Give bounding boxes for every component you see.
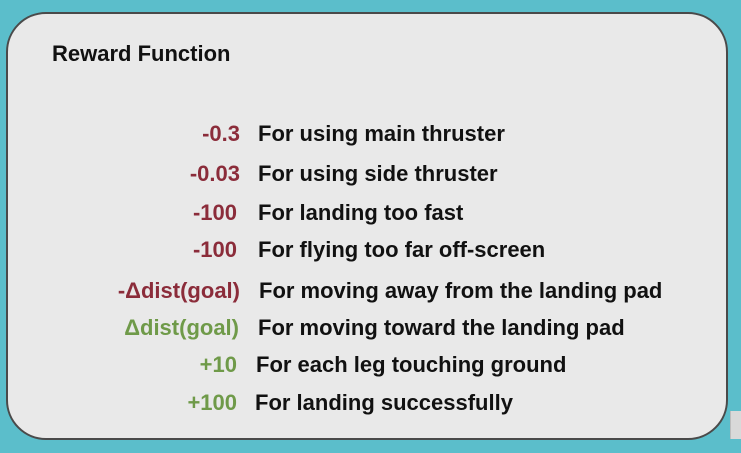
- reward-row: -100 For landing too fast: [8, 200, 728, 230]
- reward-value: -0.3: [202, 121, 240, 146]
- reward-row: -100 For flying too far off-screen: [8, 237, 728, 267]
- reward-row: -0.3 For using main thruster: [8, 121, 728, 151]
- reward-value: -0.03: [189, 161, 240, 186]
- reward-description: For moving toward the landing pad: [258, 315, 625, 340]
- reward-row: -Δdist(goal) For moving away from the la…: [8, 278, 728, 308]
- reward-description: For moving away from the landing pad: [259, 278, 663, 303]
- reward-value: -100: [192, 200, 237, 225]
- card-title: Reward Function: [52, 41, 231, 66]
- reward-value: Δdist(goal): [124, 315, 239, 340]
- reward-description: For each leg touching ground: [256, 352, 567, 377]
- reward-description: For using side thruster: [258, 161, 498, 186]
- reward-description: For landing too fast: [258, 200, 464, 225]
- reward-value: -Δdist(goal): [117, 278, 240, 303]
- reward-description: For using main thruster: [258, 121, 505, 146]
- reward-function-card: Reward Function -0.3 For using main thru…: [6, 12, 728, 440]
- reward-value: +10: [199, 352, 237, 377]
- reward-description: For landing successfully: [255, 390, 513, 415]
- reward-row: -0.03 For using side thruster: [8, 161, 728, 191]
- reward-value: +100: [187, 390, 237, 415]
- reward-description: For flying too far off-screen: [258, 237, 546, 262]
- reward-row: +10 For each leg touching ground: [8, 352, 728, 382]
- reward-row: Δdist(goal) For moving toward the landin…: [8, 315, 728, 345]
- reward-row: +100 For landing successfully: [8, 390, 728, 420]
- reward-value: -100: [192, 237, 237, 262]
- edge-scroll-handle: [730, 411, 741, 439]
